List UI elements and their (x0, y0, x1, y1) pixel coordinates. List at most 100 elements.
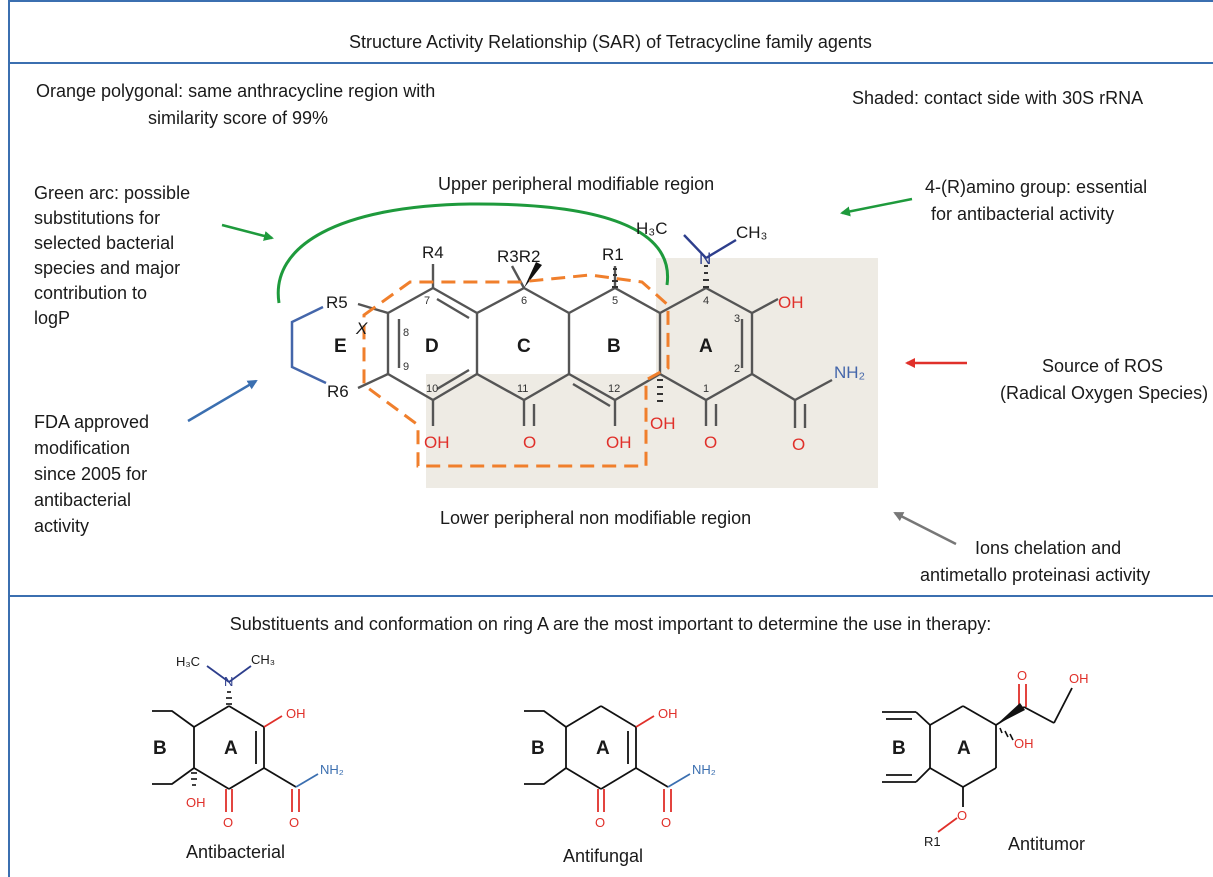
antitumor-structure (882, 684, 1073, 833)
ring-c: C (517, 336, 531, 357)
ab-oh-bottom: OH (186, 795, 206, 810)
antifungal-structure (524, 705, 691, 812)
antibacterial-label: Antibacterial (186, 842, 286, 862)
oh-12a: OH (650, 414, 676, 433)
fda-note-4: antibacterial (34, 490, 132, 510)
af-ring-a: A (596, 738, 610, 759)
at-o-ether: O (957, 808, 967, 823)
substituent-r1: R1 (602, 245, 624, 264)
oh-10: OH (424, 433, 450, 452)
o-1: O (704, 433, 717, 452)
at-oh-end: OH (1069, 671, 1089, 686)
pos-5: 5 (612, 295, 618, 307)
ions-note-2: antimetallo proteinasi activity (920, 565, 1151, 585)
ab-o-amide: O (289, 815, 299, 830)
wedge-bond-6 (524, 262, 542, 288)
ring-e-link (290, 305, 327, 385)
diagram-frame (8, 0, 1213, 877)
green-arc-note-2: substitutions for (34, 208, 161, 228)
ab-oh-top: OH (286, 706, 306, 721)
position-numbers: 1 2 3 4 5 6 7 8 9 10 11 12 (403, 295, 740, 395)
amino-note-2: for antibacterial activity (931, 204, 1115, 224)
bottom-heading: Substituents and conformation on ring A … (229, 614, 992, 634)
amino-arrow (840, 197, 913, 217)
pos-3: 3 (734, 313, 740, 325)
oh-12: OH (606, 433, 632, 452)
orange-anthracycline-polygon (362, 273, 670, 468)
substituent-r3r2: R3R2 (497, 247, 540, 266)
methyl-right: CH₃ (736, 223, 767, 242)
antifungal-labels: OH O O NH₂ (595, 706, 716, 830)
pos-2: 2 (734, 363, 740, 375)
pos-12: 12 (608, 383, 620, 395)
amine-n: N (699, 249, 711, 268)
green-arc-note-6: logP (34, 308, 71, 328)
af-ring-b: B (531, 738, 545, 759)
ab-methyl-right: CH₃ (251, 652, 275, 667)
ring-d: D (425, 336, 439, 357)
molecule-labels: R4 R3R2 R1 R5 R6 X H₃C CH₃ N (326, 219, 767, 401)
diagram-title: Structure Activity Relationship (SAR) of… (349, 32, 872, 52)
orange-note-line1: Orange polygonal: same anthracycline reg… (36, 81, 436, 101)
substituent-r4: R4 (422, 243, 444, 262)
oxygen-labels: OH O OH OH O OH O (424, 293, 805, 454)
at-ring-a: A (957, 738, 971, 759)
green-arc (276, 202, 670, 304)
af-nh2: NH₂ (692, 762, 716, 777)
nh2-amide: NH₂ (834, 363, 865, 382)
af-o-ring: O (595, 815, 605, 830)
orange-note-line2: similarity score of 99% (148, 108, 329, 128)
ring-a: A (699, 336, 713, 357)
title-divider (8, 62, 1213, 64)
antifungal-label: Antifungal (563, 846, 644, 866)
amino-note-1: 4-(R)amino group: essential (925, 177, 1148, 197)
fda-note-2: modification (34, 438, 131, 458)
pos-8: 8 (403, 327, 409, 339)
ros-note-1: Source of ROS (1042, 356, 1164, 376)
o-amide: O (792, 435, 805, 454)
af-o-amide: O (661, 815, 671, 830)
green-arc-note-1: Green arc: possible (34, 183, 191, 203)
fda-note-3: since 2005 for (34, 464, 148, 484)
section-divider (8, 595, 1213, 597)
ring-letters: E D C B A (334, 336, 713, 357)
green-arc-note-3: selected bacterial (34, 233, 175, 253)
substituent-r6: R6 (327, 382, 349, 401)
ab-amine-n: N (224, 674, 233, 689)
ions-note-1: Ions chelation and (975, 538, 1122, 558)
shaded-contact-region (426, 258, 878, 488)
tetracycline-skeleton (357, 234, 833, 428)
at-hash (999, 727, 1014, 741)
pos-11: 11 (517, 383, 528, 395)
position-x: X (355, 319, 368, 338)
green-arc-arrow (221, 223, 274, 241)
fda-note-1: FDA approved (34, 412, 150, 432)
antitumor-label: Antitumor (1008, 834, 1086, 854)
fda-arrow (187, 379, 258, 423)
ring-e: E (334, 336, 347, 357)
antibacterial-labels: H₃C CH₃ N OH OH O O NH₂ (176, 652, 344, 830)
at-oh-ring: OH (1014, 736, 1034, 751)
ros-note-2: (Radical Oxygen Species) (1000, 383, 1209, 403)
antitumor-labels: O OH OH O R1 (924, 668, 1089, 849)
ab-ring-b: B (153, 738, 167, 759)
af-oh-top: OH (658, 706, 678, 721)
antibacterial-hash (191, 691, 232, 786)
ab-nh2: NH₂ (320, 762, 344, 777)
pos-6: 6 (521, 295, 527, 307)
hash-bonds (612, 265, 709, 402)
ab-o-ring: O (223, 815, 233, 830)
methyl-left: H₃C (636, 219, 667, 238)
at-o-ketone: O (1017, 668, 1027, 683)
ab-ring-a: A (224, 738, 238, 759)
pos-10: 10 (426, 383, 438, 395)
ab-methyl-left: H₃C (176, 654, 200, 669)
pos-7: 7 (424, 295, 430, 307)
at-ring-b: B (892, 738, 906, 759)
ions-arrow (893, 511, 957, 546)
fda-note-5: activity (34, 516, 90, 536)
at-wedge (996, 703, 1025, 725)
ring-b: B (607, 336, 621, 357)
pos-1: 1 (703, 383, 709, 395)
